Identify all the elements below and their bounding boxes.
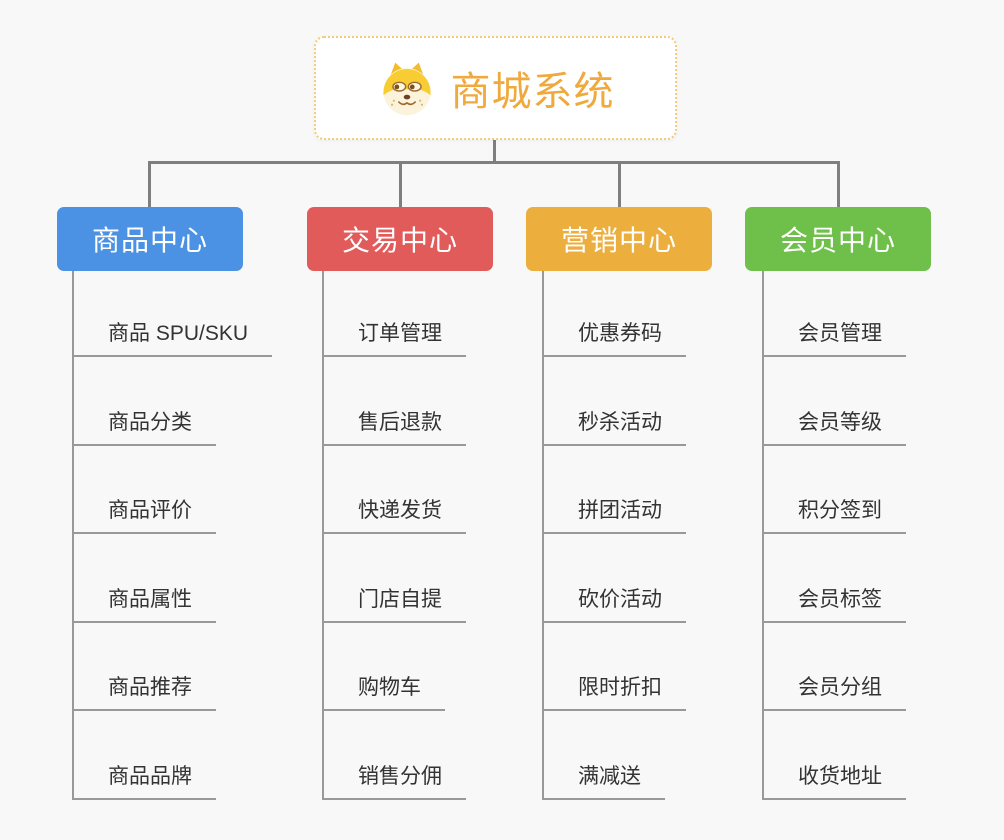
leaf-node[interactable]: 砍价活动 (544, 585, 686, 623)
leaf-node[interactable]: 订单管理 (324, 319, 466, 357)
children-marketing-center: 优惠券码 秒杀活动 拼团活动 砍价活动 限时折扣 满减送 (542, 271, 686, 800)
leaf-node[interactable]: 秒杀活动 (544, 408, 686, 446)
leaf-node[interactable]: 商品推荐 (74, 673, 216, 711)
root-node[interactable]: 商城系统 (314, 36, 677, 140)
branch-label: 会员中心 (779, 225, 896, 256)
branch-marketing-center[interactable]: 营销中心 (526, 207, 712, 271)
leaf-node[interactable]: 收货地址 (764, 762, 906, 800)
leaf-node[interactable]: 售后退款 (324, 408, 466, 446)
connector-drop-marketing (618, 161, 621, 207)
leaf-node[interactable]: 限时折扣 (544, 673, 686, 711)
connector-drop-trade (399, 161, 402, 207)
leaf-node[interactable]: 商品评价 (74, 496, 216, 534)
leaf-node[interactable]: 购物车 (324, 673, 445, 711)
leaf-node[interactable]: 商品品牌 (74, 762, 216, 800)
children-product-center: 商品 SPU/SKU 商品分类 商品评价 商品属性 商品推荐 商品品牌 (72, 271, 273, 800)
leaf-node[interactable]: 会员标签 (764, 585, 906, 623)
branch-label: 交易中心 (341, 225, 458, 256)
branch-label: 商品中心 (91, 225, 208, 256)
leaf-node[interactable]: 满减送 (544, 762, 665, 800)
leaf-node[interactable]: 会员管理 (764, 319, 906, 357)
branch-label: 营销中心 (560, 225, 677, 256)
leaf-node[interactable]: 会员等级 (764, 408, 906, 446)
connector-drop-member (837, 161, 840, 207)
leaf-node[interactable]: 拼团活动 (544, 496, 686, 534)
connector-root-stem (493, 139, 496, 164)
branch-member-center[interactable]: 会员中心 (745, 207, 931, 271)
leaf-node[interactable]: 商品属性 (74, 585, 216, 623)
branch-product-center[interactable]: 商品中心 (57, 207, 243, 271)
leaf-node[interactable]: 优惠券码 (544, 319, 686, 357)
children-member-center: 会员管理 会员等级 积分签到 会员标签 会员分组 收货地址 (762, 271, 906, 800)
leaf-node[interactable]: 门店自提 (324, 585, 466, 623)
leaf-node[interactable]: 商品分类 (74, 408, 216, 446)
connector-horizontal-bar (148, 161, 840, 164)
branch-trade-center[interactable]: 交易中心 (307, 207, 493, 271)
root-title: 商城系统 (450, 70, 615, 114)
leaf-node[interactable]: 商品 SPU/SKU (74, 319, 273, 357)
leaf-node[interactable]: 快递发货 (324, 496, 466, 534)
leaf-node[interactable]: 积分签到 (764, 496, 906, 534)
connector-drop-product (148, 161, 151, 207)
children-trade-center: 订单管理 售后退款 快递发货 门店自提 购物车 销售分佣 (322, 271, 466, 800)
leaf-node[interactable]: 会员分组 (764, 673, 906, 711)
leaf-node[interactable]: 销售分佣 (324, 762, 466, 800)
dog-face-icon (377, 59, 437, 117)
